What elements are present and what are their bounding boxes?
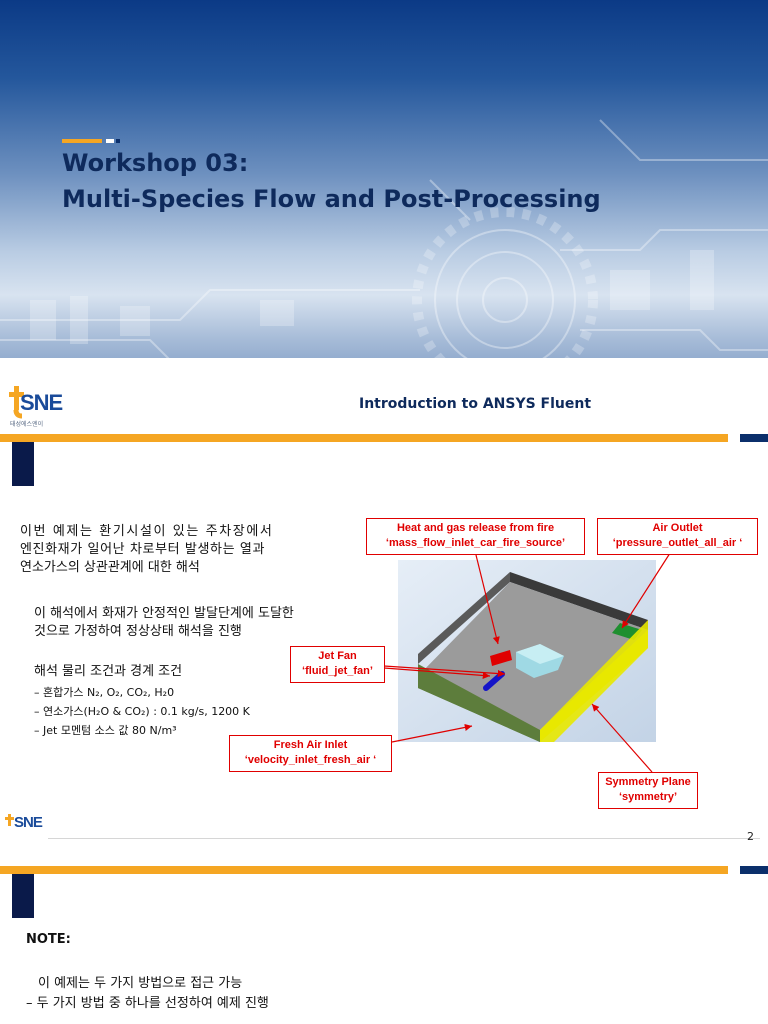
logo-text: SNE bbox=[20, 390, 63, 415]
title-accent-line bbox=[62, 139, 120, 143]
footer-logo-icon bbox=[5, 814, 14, 826]
note-line-2: – 두 가지 방법 중 하나를 선정하여 예제 진행 bbox=[26, 996, 269, 1011]
callout-symmetry-plane: Symmetry Plane ‘symmetry’ bbox=[598, 772, 698, 809]
callout-fresh-air-inlet: Fresh Air Inlet ‘velocity_inlet_fresh_ai… bbox=[229, 735, 392, 772]
content-slide-3: NOTE: 이 예제는 두 가지 방법으로 접근 가능 – 두 가지 방법 중 … bbox=[0, 874, 768, 1024]
slide-title-line-1: Workshop 03: bbox=[62, 149, 249, 177]
callout-sym-line2: ‘symmetry’ bbox=[618, 791, 678, 803]
slide-corner-marker bbox=[12, 874, 34, 918]
slide-subtitle: Introduction to ANSYS Fluent bbox=[359, 396, 592, 412]
assumption-line-1: 이 해석에서 화재가 안정적인 발달단계에 도달한 bbox=[34, 606, 294, 621]
assumption-line-2: 것으로 가정하여 정상상태 해석을 진행 bbox=[34, 624, 242, 639]
title-bottom-stripe bbox=[0, 434, 768, 442]
slide2-bottom-stripe bbox=[0, 866, 768, 874]
logo-subtext: 태성에스엔이 bbox=[10, 421, 44, 428]
callout-jetfan-line2: ‘fluid_jet_fan’ bbox=[302, 665, 373, 677]
callout-fire-line2: ‘mass_flow_inlet_car_fire_source’ bbox=[385, 537, 566, 549]
intro-line-2: 엔진화재가 일어난 차로부터 발생하는 열과 bbox=[20, 542, 266, 557]
parking-garage-model bbox=[398, 560, 656, 742]
page-number: 2 bbox=[747, 830, 754, 843]
footer-divider bbox=[48, 838, 760, 839]
callout-jetfan-line1: Jet Fan bbox=[318, 650, 357, 662]
callout-fire-source: Heat and gas release from fire ‘mass_flo… bbox=[366, 518, 585, 555]
callout-sym-line1: Symmetry Plane bbox=[605, 776, 691, 788]
callout-fresh-line1: Fresh Air Inlet bbox=[273, 739, 348, 751]
note-line-1: 이 예제는 두 가지 방법으로 접근 가능 bbox=[38, 976, 243, 991]
footer-logo-text: SNE bbox=[14, 814, 43, 831]
intro-line-1: 이번 예제는 환기시설이 있는 주차장에서 bbox=[20, 524, 274, 539]
callout-outlet-line1: Air Outlet bbox=[652, 522, 703, 534]
slide-title-line-2: Multi-Species Flow and Post-Processing bbox=[62, 185, 601, 213]
title-band bbox=[0, 358, 768, 434]
condition-bullet-2: – 연소가스(H₂O & CO₂) : 0.1 kg/s, 1200 K bbox=[34, 705, 250, 718]
title-slide: Workshop 03: Multi-Species Flow and Post… bbox=[0, 0, 768, 434]
callout-fresh-line2: ‘velocity_inlet_fresh_air ‘ bbox=[244, 754, 377, 766]
conditions-heading: 해석 물리 조건과 경계 조건 bbox=[34, 664, 183, 679]
callout-jet-fan: Jet Fan ‘fluid_jet_fan’ bbox=[290, 646, 385, 683]
garage-geometry-image bbox=[398, 560, 656, 742]
condition-bullet-1: – 혼합가스 N₂, O₂, CO₂, H₂0 bbox=[34, 686, 175, 699]
condition-bullet-3: – Jet 모멘텀 소스 값 80 N/m³ bbox=[34, 724, 177, 737]
circuit-background-graphic bbox=[0, 119, 768, 393]
tsne-logo-icon bbox=[9, 386, 24, 419]
content-slide-2: 이번 예제는 환기시설이 있는 주차장에서 엔진화재가 일어난 차로부터 발생하… bbox=[0, 442, 768, 850]
note-label: NOTE: bbox=[26, 932, 71, 947]
callout-fire-line1: Heat and gas release from fire bbox=[396, 522, 555, 534]
callout-outlet-line2: ‘pressure_outlet_all_air ‘ bbox=[612, 537, 743, 549]
slide-corner-marker bbox=[12, 442, 34, 486]
callout-air-outlet: Air Outlet ‘pressure_outlet_all_air ‘ bbox=[597, 518, 758, 555]
intro-line-3: 연소가스의 상관관계에 대한 해석 bbox=[20, 560, 200, 575]
